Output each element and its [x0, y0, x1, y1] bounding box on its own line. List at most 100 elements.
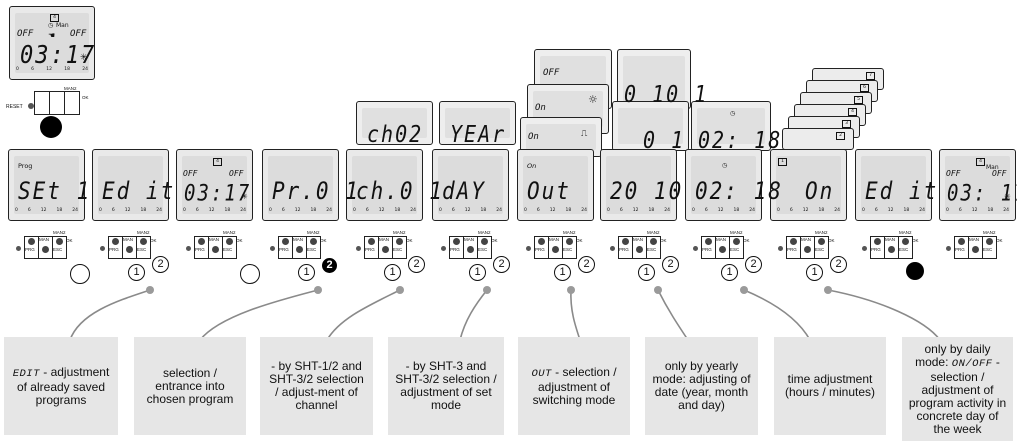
man2-label: MAN2: [647, 230, 660, 235]
reset-button[interactable]: [356, 246, 361, 251]
ok-label: OK: [320, 238, 327, 243]
reset-button[interactable]: [693, 246, 698, 251]
man-button[interactable]: [968, 236, 983, 259]
man-label: MAN: [464, 237, 474, 242]
ok-esc-button[interactable]: [814, 236, 829, 259]
man2-label: MAN2: [137, 230, 150, 235]
reset-button[interactable]: [186, 246, 191, 251]
reset-button[interactable]: [526, 246, 531, 251]
reset-button[interactable]: [28, 103, 34, 109]
reset-button[interactable]: [100, 246, 105, 251]
ok-esc-button[interactable]: [136, 236, 151, 259]
prg-label: PRG: [871, 247, 881, 252]
sun-icon: ✳: [80, 53, 88, 63]
step-marker: 2: [745, 256, 762, 273]
prg-button[interactable]: [618, 236, 633, 259]
ok-esc-button[interactable]: [562, 236, 577, 259]
caption-channel: - by SHT-1/2 and SHT-3/2 selection / adj…: [260, 337, 373, 435]
esc-label: ESC: [223, 247, 233, 252]
prg-button[interactable]: [34, 91, 50, 115]
ok-label: OK: [150, 238, 157, 243]
ok-esc-button[interactable]: [306, 236, 321, 259]
ok-esc-button[interactable]: [222, 236, 237, 259]
reset-button[interactable]: [441, 246, 446, 251]
step-marker: 1: [554, 264, 571, 281]
sun-icon: ✳: [1004, 192, 1011, 201]
reset-button[interactable]: [16, 246, 21, 251]
step-marker: 1: [469, 264, 486, 281]
reset-button[interactable]: [610, 246, 615, 251]
caption-time: time adjustment (hours / minutes): [774, 337, 886, 435]
leader-line-day: [827, 289, 941, 341]
reset-button[interactable]: [946, 246, 951, 251]
step-marker: 1: [128, 264, 145, 281]
segment-readout: ch.0 1: [356, 177, 444, 205]
prg-label: PRG: [195, 247, 205, 252]
ghost-display-year: YEAr: [439, 101, 516, 148]
ok-esc-button[interactable]: [646, 236, 661, 259]
prg-button[interactable]: [194, 236, 209, 259]
press-marker-open: [70, 264, 90, 284]
ok-esc-button[interactable]: [729, 236, 744, 259]
step-marker: 1: [806, 264, 823, 281]
caption-mode: - by SHT-3 and SHT-3/2 selection / adjus…: [388, 337, 504, 435]
segment-readout: dAY: [442, 177, 486, 205]
man-label: MAN: [293, 237, 303, 242]
step-marker: 1: [638, 264, 655, 281]
man2-label: MAN2: [899, 230, 912, 235]
man-label: MAN: [801, 237, 811, 242]
man-label: MAN: [123, 237, 133, 242]
man2-label: MAN2: [478, 230, 491, 235]
ok-esc-button[interactable]: [982, 236, 997, 259]
step-marker: 1: [384, 264, 401, 281]
esc-label: ESC: [730, 247, 740, 252]
step-marker: 2: [152, 256, 169, 273]
man-label: MAN: [969, 237, 979, 242]
ok-esc-button[interactable]: [52, 236, 67, 259]
leader-line-program: [199, 289, 319, 341]
ok-esc-button[interactable]: [392, 236, 407, 259]
man2-label: MAN2: [815, 230, 828, 235]
hand-icon: ☚: [48, 31, 56, 40]
ok-esc-button[interactable]: [64, 91, 80, 115]
prg-label: PRG: [365, 247, 375, 252]
day-box: 4: [213, 158, 222, 166]
man-label: Man: [986, 164, 999, 171]
ok-esc-button[interactable]: [477, 236, 492, 259]
reset-button[interactable]: [270, 246, 275, 251]
step-marker: 2: [493, 256, 510, 273]
man-button[interactable]: [49, 91, 65, 115]
man-button[interactable]: [463, 236, 478, 259]
man2-label: MAN2: [64, 86, 77, 91]
esc-label: ESC: [647, 247, 657, 252]
day-stack: 7 6 5 4 3 2: [776, 68, 896, 158]
reset-button[interactable]: [778, 246, 783, 251]
ok-esc-button[interactable]: [898, 236, 913, 259]
leader-line-time: [743, 289, 811, 341]
caption-program: selection / entrance into chosen program: [134, 337, 246, 435]
man-label: MAN: [716, 237, 726, 242]
reset-label: RESET: [6, 104, 23, 110]
man-label: MAN: [885, 237, 895, 242]
reset-button[interactable]: [862, 246, 867, 251]
